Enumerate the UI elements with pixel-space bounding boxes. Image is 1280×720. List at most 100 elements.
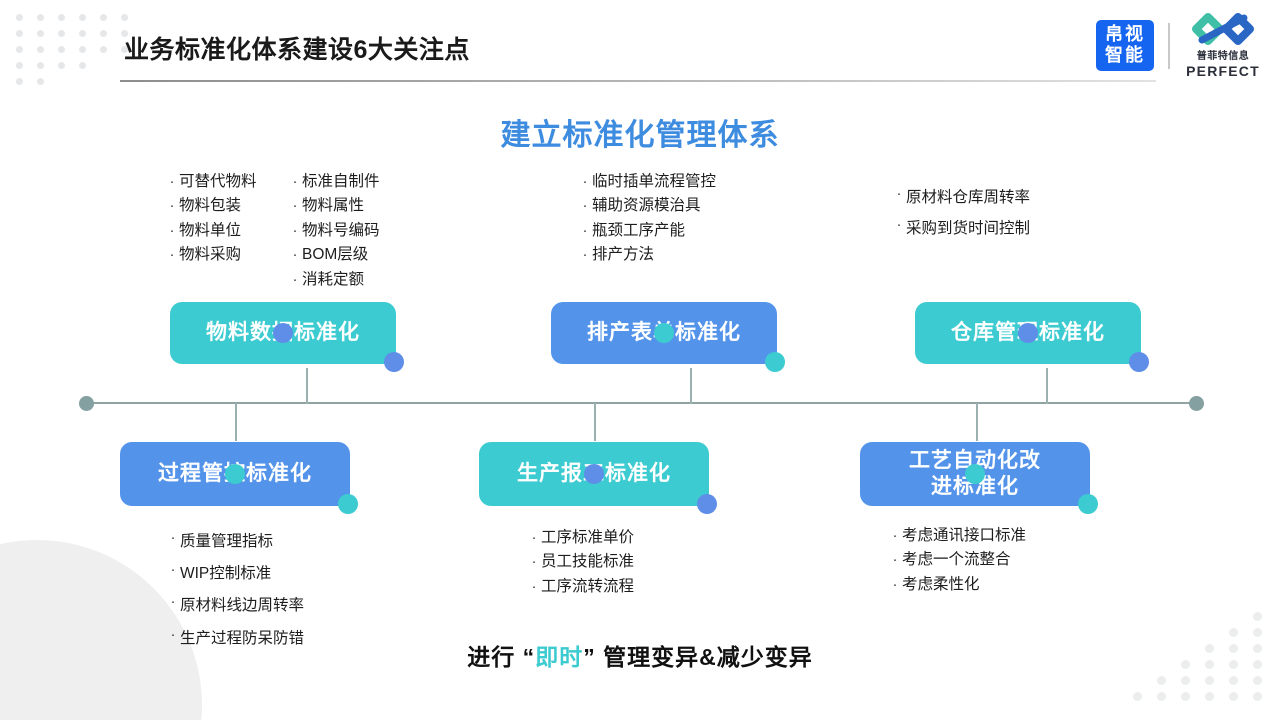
- node-knob-bottom-right: [384, 352, 404, 372]
- connector-bottom-1: [235, 403, 237, 441]
- list-item-label: 辅助资源模治具: [592, 197, 701, 215]
- node-knob-top-left: [225, 464, 245, 484]
- decorative-dot: [1181, 676, 1190, 685]
- decorative-dot: [1205, 644, 1214, 653]
- bullet-dot-icon: ·: [292, 246, 298, 264]
- node-process-automation-improvement-standardization[interactable]: 工艺自动化改 进标准化: [860, 442, 1098, 514]
- decorative-dot: [37, 78, 44, 85]
- list-item-label: 工序标准单价: [541, 529, 635, 546]
- decorative-dot: [1181, 660, 1190, 669]
- brand-badge-line2: 智能: [1105, 44, 1145, 65]
- list-item: ·物料单位: [165, 219, 257, 243]
- timeline-spine: [92, 402, 1196, 404]
- bullet-dot-icon: ·: [896, 185, 902, 202]
- company-name-cn: 普菲特信息: [1196, 51, 1250, 62]
- list-process-control: ·质量管理指标·WIP控制标准·原材料线边周转率·生产过程防呆防错: [166, 526, 305, 655]
- decorative-dot: [58, 62, 65, 69]
- list-item-label: 工序流转流程: [541, 577, 635, 595]
- list-warehouse: ·原材料仓库周转率·采购到货时间控制: [892, 182, 1031, 244]
- list-item-label: 可替代物料: [179, 173, 257, 190]
- decorative-dot: [1253, 644, 1262, 653]
- node-production-reporting-standardization[interactable]: 生产报工标准化: [479, 442, 717, 514]
- connector-top-3: [1046, 368, 1048, 404]
- list-item: ·物料号编码: [288, 219, 380, 243]
- decorative-dot: [1229, 628, 1238, 637]
- node-knob-bottom-right: [1078, 494, 1098, 514]
- list-item: ·物料采购: [165, 243, 257, 267]
- bullet-dot-icon: ·: [292, 221, 298, 239]
- decorative-dot: [121, 14, 128, 21]
- list-item: ·BOM层级: [288, 243, 380, 267]
- list-item: ·工序标准单价: [527, 526, 635, 550]
- bullet-dot-icon: ·: [170, 625, 176, 643]
- node-knob-top-left: [1018, 323, 1038, 343]
- decorative-dot: [1133, 692, 1142, 701]
- node-knob-bottom-right: [1129, 352, 1149, 372]
- bullet-dot-icon: ·: [582, 173, 588, 190]
- bullet-dot-icon: ·: [169, 221, 175, 239]
- decorative-dot: [16, 46, 23, 53]
- list-item-label: 考虑一个流整合: [902, 551, 1011, 569]
- decorative-dot: [1229, 660, 1238, 669]
- perfect-infinity-logo-icon: [1192, 13, 1254, 45]
- decorative-dot: [1205, 692, 1214, 701]
- footer-prefix: 进行 “: [467, 644, 536, 670]
- node-production-schedule-standardization[interactable]: 排产表单标准化: [551, 302, 785, 372]
- decorative-dot-grid-top-left: [16, 14, 136, 85]
- list-item: ·考虑通讯接口标准: [888, 524, 1027, 548]
- list-item: ·员工技能标准: [527, 550, 635, 574]
- list-material-column-2: ·标准自制件·物料属性·物料号编码·BOM层级·消耗定额: [288, 170, 380, 292]
- decorative-dot: [1253, 692, 1262, 701]
- spine-endpoint-right: [1189, 396, 1204, 411]
- node-knob-top-left: [965, 464, 985, 484]
- node-knob-top-left: [584, 464, 604, 484]
- connector-bottom-2: [594, 403, 596, 441]
- decorative-dot: [37, 62, 44, 69]
- node-label-line1: 工艺自动化改: [909, 449, 1041, 473]
- list-item-label: WIP控制标准: [180, 565, 272, 583]
- list-planning: ·临时插单流程管控·辅助资源模治具·瓶颈工序产能·排产方法: [578, 170, 717, 268]
- list-material-column-1: ·可替代物料·物料包装·物料单位·物料采购: [165, 170, 257, 268]
- bullet-dot-icon: ·: [531, 577, 537, 595]
- footer-suffix: ” 管理变异&减少变异: [583, 644, 813, 670]
- decorative-dot: [58, 46, 65, 53]
- list-item-label: 瓶颈工序产能: [592, 221, 686, 239]
- decorative-dot: [79, 30, 86, 37]
- decorative-dot: [1181, 692, 1190, 701]
- decorative-dot: [100, 14, 107, 21]
- bullet-dot-icon: ·: [169, 246, 175, 264]
- company-name-en: PERFECT: [1186, 63, 1260, 79]
- node-warehouse-management-standardization[interactable]: 仓库管理标准化: [915, 302, 1149, 372]
- decorative-dot: [1205, 676, 1214, 685]
- list-item: ·采购到货时间控制: [892, 213, 1031, 244]
- list-item: ·考虑一个流整合: [888, 548, 1026, 572]
- bullet-dot-icon: ·: [892, 527, 898, 544]
- list-item: ·辅助资源模治具: [578, 194, 716, 218]
- list-item: ·可替代物料: [165, 170, 257, 194]
- node-label-line2: 进标准化: [931, 475, 1019, 498]
- list-item-label: 物料采购: [179, 246, 242, 264]
- bullet-dot-icon: ·: [292, 197, 298, 215]
- decorative-dot: [100, 46, 107, 53]
- decorative-dot: [1157, 676, 1166, 685]
- node-material-data-standardization[interactable]: 物料数据标准化: [170, 302, 404, 372]
- decorative-dot: [16, 30, 23, 37]
- main-heading: 建立标准化管理体系: [500, 119, 780, 152]
- list-item-label: 物料属性: [302, 197, 365, 215]
- brand-badge-line1: 帛视: [1105, 24, 1145, 45]
- footer-statement: 进行 “即时” 管理变异&减少变异: [0, 638, 1280, 672]
- node-process-control-standardization[interactable]: 过程管控标准化: [120, 442, 358, 514]
- decorative-dot-grid-bottom-right: [1112, 612, 1262, 706]
- list-item: ·原材料线边周转率: [166, 590, 305, 622]
- list-item-label: 标准自制件: [302, 173, 380, 190]
- bullet-dot-icon: ·: [892, 575, 898, 593]
- bullet-dot-icon: ·: [170, 561, 176, 579]
- list-item: ·瓶颈工序产能: [578, 219, 716, 243]
- bullet-dot-icon: ·: [170, 529, 176, 546]
- bullet-dot-icon: ·: [582, 197, 588, 215]
- brand-badge: 帛视 智能: [1096, 20, 1154, 71]
- list-item: ·考虑柔性化: [888, 573, 1026, 597]
- decorative-dot: [1253, 612, 1262, 621]
- bullet-dot-icon: ·: [531, 553, 537, 571]
- decorative-dot: [37, 46, 44, 53]
